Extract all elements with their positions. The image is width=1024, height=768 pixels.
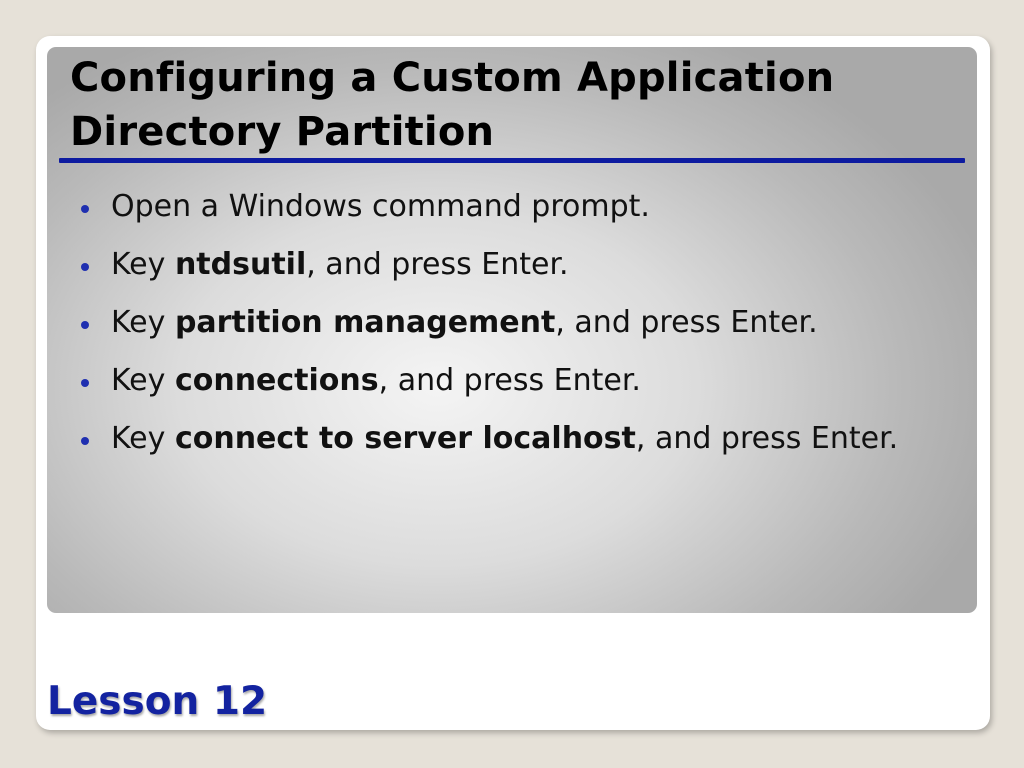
bullet-suffix: , and press Enter. xyxy=(635,421,899,456)
bullet-suffix: , and press Enter. xyxy=(555,305,818,340)
bullet-text: Key connections, and press Enter. xyxy=(111,363,641,398)
bullet-prefix: Open a Windows command prompt. xyxy=(111,189,650,224)
bullet-prefix: Key xyxy=(111,363,175,398)
content-panel: Configuring a Custom Application Directo… xyxy=(47,47,977,613)
slide-title: Configuring a Custom Application Directo… xyxy=(70,55,835,155)
bullet-text: Key connect to server localhost, and pre… xyxy=(111,421,898,456)
lesson-label: Lesson 12 xyxy=(47,679,268,724)
bullet-prefix: Key xyxy=(111,421,175,456)
slide-frame: Configuring a Custom Application Directo… xyxy=(36,36,990,730)
bullet-prefix: Key xyxy=(111,305,175,340)
bullet-item-ntdsutil: Key ntdsutil, and press Enter. xyxy=(73,245,933,284)
bullet-suffix: , and press Enter. xyxy=(378,363,641,398)
bullet-dot-icon xyxy=(81,437,89,445)
bullet-command: connect to server localhost xyxy=(174,421,636,456)
bullet-dot-icon xyxy=(81,321,89,329)
bullet-list: Open a Windows command prompt. Key ntdsu… xyxy=(73,187,933,477)
bullet-suffix: , and press Enter. xyxy=(306,247,569,282)
bullet-command: partition management xyxy=(174,305,556,340)
bullet-dot-icon xyxy=(81,263,89,271)
bullet-dot-icon xyxy=(81,379,89,387)
bullet-item-connections: Key connections, and press Enter. xyxy=(73,361,933,400)
bullet-command: ntdsutil xyxy=(174,247,307,282)
bullet-item-open-command-prompt: Open a Windows command prompt. xyxy=(73,187,933,226)
bullet-item-partition-management: Key partition management, and press Ente… xyxy=(73,303,933,342)
bullet-text: Key partition management, and press Ente… xyxy=(111,305,818,340)
bullet-command: connections xyxy=(174,363,379,398)
bullet-dot-icon xyxy=(81,205,89,213)
title-underline xyxy=(59,158,965,163)
bullet-text: Key ntdsutil, and press Enter. xyxy=(111,247,569,282)
bullet-text: Open a Windows command prompt. xyxy=(111,189,650,224)
bullet-prefix: Key xyxy=(111,247,175,282)
bullet-item-connect-to-server: Key connect to server localhost, and pre… xyxy=(73,419,933,458)
